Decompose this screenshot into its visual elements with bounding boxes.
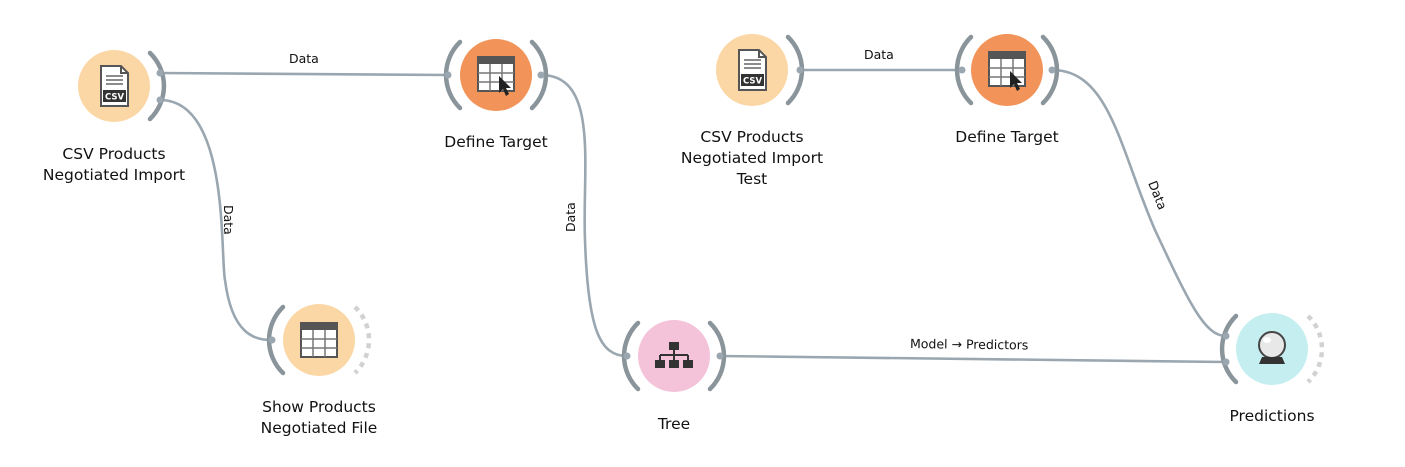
node-label-line: Define Target — [955, 128, 1059, 146]
anchor[interactable] — [156, 69, 164, 77]
link-csv1-show[interactable] — [158, 98, 274, 342]
node-tree[interactable] — [621, 320, 727, 392]
node-define1[interactable] — [443, 39, 549, 111]
csv-file-icon: CSV — [100, 65, 129, 107]
node-label-line: Negotiated Import — [680, 149, 824, 167]
anchor[interactable] — [1048, 66, 1056, 74]
node-label-csv2: CSV Products Negotiated Import Test — [681, 127, 823, 190]
node-label-line: Tree — [657, 415, 691, 433]
node-csv1-output-bracket[interactable] — [147, 50, 167, 122]
table-select-icon — [477, 56, 515, 96]
link-define1-tree[interactable] — [539, 73, 629, 358]
anchor[interactable] — [1222, 332, 1230, 340]
node-predictions[interactable] — [1219, 313, 1325, 385]
node-label-line: Predictions — [1229, 407, 1315, 425]
tree-icon — [655, 342, 693, 368]
node-label-define2: Define Target — [955, 127, 1058, 148]
link-csv1-define1[interactable] — [158, 71, 450, 77]
node-label-line: CSV Products — [700, 128, 804, 146]
anchor[interactable] — [444, 71, 452, 79]
link-label-define2-predictions: Data — [1145, 179, 1170, 212]
node-show-output-bracket — [353, 305, 372, 375]
node-label-line: Test — [736, 170, 768, 188]
node-csv1[interactable]: CSV — [78, 50, 167, 122]
anchor[interactable] — [796, 66, 804, 74]
svg-text:CSV: CSV — [105, 93, 125, 103]
node-label-line: Define Target — [444, 133, 548, 151]
link-label-tree-predictions: Model → Predictors — [910, 336, 1028, 352]
csv-file-icon: CSV — [738, 49, 767, 91]
node-show[interactable] — [266, 304, 372, 376]
node-label-show: Show Products Negotiated File — [261, 397, 378, 439]
node-define1-output-bracket[interactable] — [529, 39, 549, 111]
anchor[interactable] — [537, 71, 545, 79]
node-predictions-output-bracket — [1306, 314, 1325, 384]
link-label-define1-tree: Data — [563, 202, 578, 232]
link-label-csv1-define1: Data — [289, 51, 319, 66]
node-label-line: Show Products — [262, 398, 376, 416]
svg-text:CSV: CSV — [743, 77, 763, 87]
anchor[interactable] — [156, 96, 164, 104]
node-csv2[interactable]: CSV — [716, 34, 805, 106]
node-label-define1: Define Target — [444, 132, 547, 153]
link-label-csv1-show: Data — [221, 205, 236, 235]
node-label-predictions: Predictions — [1229, 406, 1314, 427]
link-tree-predictions[interactable] — [718, 354, 1228, 364]
anchor[interactable] — [716, 352, 724, 360]
table-icon — [300, 322, 338, 358]
anchor[interactable] — [623, 352, 631, 360]
crystal-ball-icon — [1258, 331, 1286, 364]
node-label-line: Negotiated File — [260, 419, 378, 437]
anchor[interactable] — [268, 336, 276, 344]
node-label-csv1: CSV Products Negotiated Import — [43, 144, 185, 186]
anchor[interactable] — [1222, 358, 1230, 366]
node-label-line: Negotiated Import — [42, 166, 186, 184]
links-layer — [158, 68, 1228, 364]
node-define2-output-bracket[interactable] — [1040, 34, 1060, 106]
node-label-line: CSV Products — [62, 145, 166, 163]
link-label-csv2-define2: Data — [864, 47, 894, 62]
node-label-tree: Tree — [658, 414, 690, 435]
node-predictions-input-bracket[interactable] — [1219, 313, 1239, 385]
node-define2[interactable] — [954, 34, 1060, 106]
table-select-icon — [988, 51, 1026, 91]
node-define2-input-bracket[interactable] — [954, 34, 974, 106]
link-define2-predictions[interactable] — [1050, 68, 1228, 338]
anchor[interactable] — [958, 66, 966, 74]
node-tree-output-bracket[interactable] — [707, 320, 727, 392]
